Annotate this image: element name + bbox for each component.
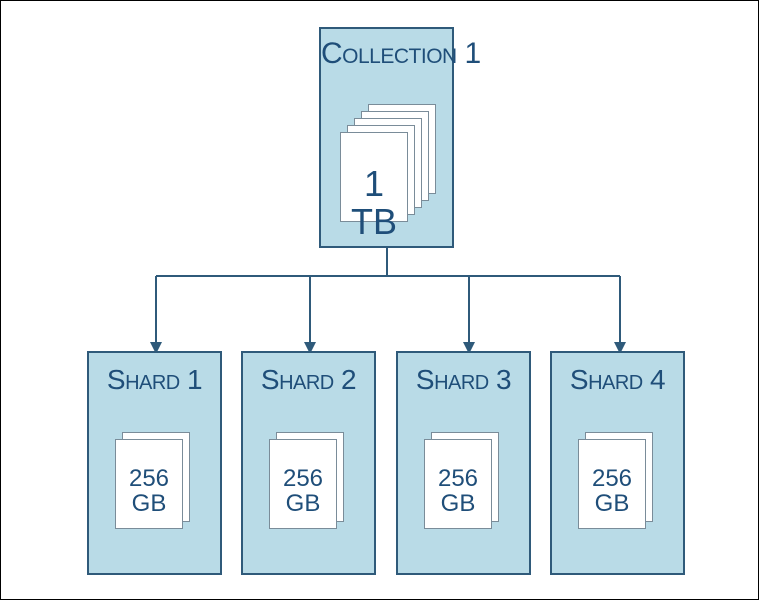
- shard-title: Shard 4: [569, 364, 666, 395]
- shard-title: Shard 2: [260, 364, 357, 395]
- shard-size-label: 256 GB: [425, 465, 491, 518]
- shard-box-2: Shard 2 256 GB: [241, 351, 376, 575]
- shard-title: Shard 1: [106, 364, 203, 395]
- shard-size-unit: GB: [594, 490, 630, 518]
- shard-size-unit: GB: [440, 490, 476, 518]
- shard-size-unit: GB: [285, 490, 321, 518]
- collection-size-label: 1 TB: [341, 165, 407, 241]
- shard-box-4: Shard 4 256 GB: [550, 351, 685, 575]
- shard-size-label: 256 GB: [579, 465, 645, 518]
- shard-box-3: Shard 3 256 GB: [396, 351, 531, 575]
- shard-size-label: 256 GB: [270, 465, 336, 518]
- document-page-front: 1 TB: [340, 132, 408, 240]
- shard-size-unit: GB: [131, 490, 167, 518]
- document-page-front: 256 GB: [578, 439, 646, 529]
- shard-size-value: 256: [591, 465, 633, 492]
- document-page-front: 256 GB: [424, 439, 492, 529]
- shard-title: Shard 3: [415, 364, 512, 395]
- shard-size-value: 256: [282, 465, 324, 492]
- shard-size-value: 256: [128, 465, 170, 492]
- collection-size-value: 1: [363, 163, 385, 204]
- shard-box-1: Shard 1 256 GB: [87, 351, 222, 575]
- document-page-front: 256 GB: [269, 439, 337, 529]
- collection-box: Collection 1 1 TB: [319, 27, 481, 248]
- collection-size-unit: TB: [350, 200, 397, 242]
- document-page-front: 256 GB: [115, 439, 183, 529]
- shard-size-label: 256 GB: [116, 465, 182, 518]
- collection-title: Collection 1: [321, 37, 481, 70]
- shard-size-value: 256: [437, 465, 479, 492]
